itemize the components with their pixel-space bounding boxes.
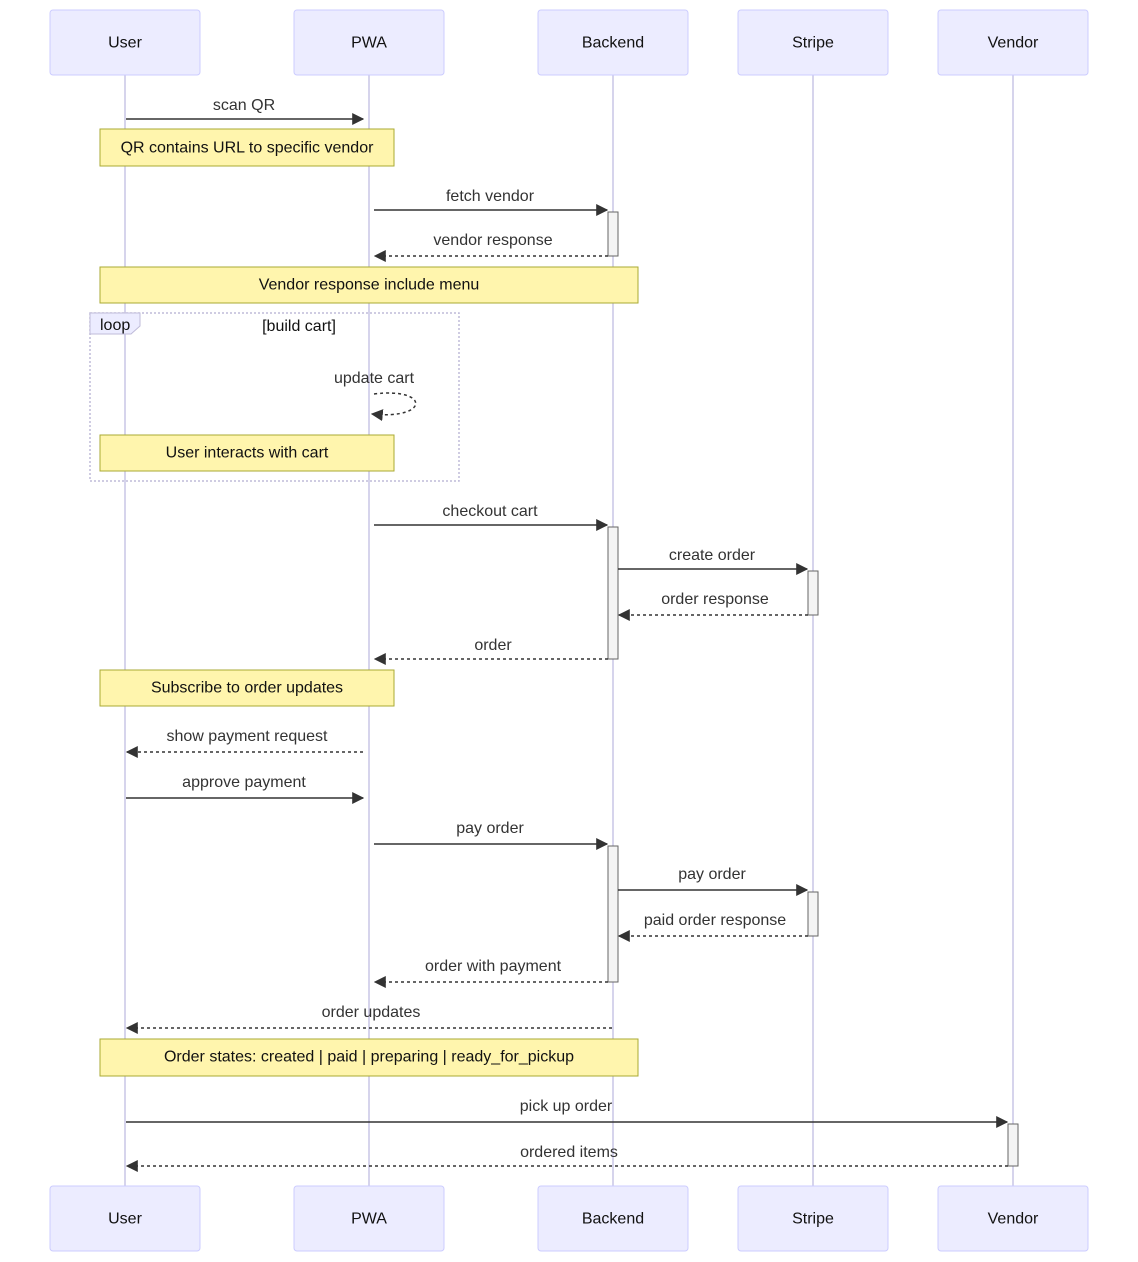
message-show-payment-request[interactable]: show payment request (125, 728, 363, 758)
message-label: show payment request (167, 728, 329, 745)
note-subscribe: Subscribe to order updates (99, 669, 395, 707)
actor-label: User (108, 1211, 142, 1228)
actor-backend-top[interactable]: Backend (537, 9, 689, 76)
message-create-order[interactable]: create order (618, 547, 809, 575)
message-label: order response (661, 591, 769, 608)
note-text: Order states: created | paid | preparing… (164, 1049, 574, 1066)
actor-label: Backend (582, 1211, 644, 1228)
message-order-with-payment[interactable]: order with payment (373, 958, 608, 988)
actors-bottom: User PWA Backend Stripe Vendor (49, 1185, 1089, 1252)
actor-label: Vendor (988, 1211, 1039, 1228)
message-label: ordered items (520, 1144, 618, 1161)
message-label: pay order (678, 866, 746, 883)
message-label: approve payment (182, 774, 306, 791)
message-ordered-items[interactable]: ordered items (125, 1144, 1008, 1172)
activation-stripe-1 (807, 570, 819, 616)
activation-stripe-2 (807, 891, 819, 937)
message-label: pick up order (520, 1098, 613, 1115)
activations (607, 211, 1019, 1167)
message-label: order updates (322, 1004, 421, 1021)
note-order-states: Order states: created | paid | preparing… (99, 1038, 639, 1077)
note-text: Vendor response include menu (259, 277, 480, 294)
actor-label: User (108, 35, 142, 52)
note-text: User interacts with cart (166, 445, 329, 462)
message-label: checkout cart (442, 503, 538, 520)
note-text: Subscribe to order updates (151, 680, 343, 697)
note-vendor-menu: Vendor response include menu (99, 266, 639, 304)
activation-backend-3 (607, 845, 619, 983)
message-order-updates[interactable]: order updates (125, 1004, 612, 1034)
message-pick-up-order[interactable]: pick up order (126, 1098, 1009, 1128)
actor-label: PWA (351, 1211, 387, 1228)
actor-stripe-top[interactable]: Stripe (737, 9, 889, 76)
actor-label: Backend (582, 35, 644, 52)
loop-frame: loop [build cart] (89, 312, 460, 482)
notes: QR contains URL to specific vendor Vendo… (99, 128, 639, 1077)
message-checkout-cart[interactable]: checkout cart (374, 503, 609, 531)
actor-label: Stripe (792, 1211, 834, 1228)
actor-label: Stripe (792, 35, 834, 52)
message-label: order with payment (425, 958, 562, 975)
message-update-cart[interactable]: update cart (334, 370, 417, 422)
note-qr: QR contains URL to specific vendor (99, 128, 395, 167)
lifelines (124, 75, 1014, 1186)
message-order[interactable]: order (373, 637, 608, 665)
note-cart: User interacts with cart (99, 434, 395, 472)
actors-top: User PWA Backend Stripe Vendor (49, 9, 1089, 76)
message-pay-order-backend[interactable]: pay order (374, 820, 609, 850)
message-order-response[interactable]: order response (617, 591, 808, 621)
activation-backend-1 (607, 211, 619, 257)
actor-label: Vendor (988, 35, 1039, 52)
message-vendor-response[interactable]: vendor response (373, 232, 608, 262)
message-label: update cart (334, 370, 415, 387)
actor-label: PWA (351, 35, 387, 52)
activation-backend-2 (607, 526, 619, 660)
actor-stripe-bottom[interactable]: Stripe (737, 1185, 889, 1252)
message-label: paid order response (644, 912, 786, 929)
actor-backend-bottom[interactable]: Backend (537, 1185, 689, 1252)
loop-condition: [build cart] (262, 318, 336, 335)
message-approve-payment[interactable]: approve payment (126, 774, 365, 804)
note-text: QR contains URL to specific vendor (121, 140, 375, 157)
actor-vendor-top[interactable]: Vendor (937, 9, 1089, 76)
message-label: vendor response (433, 232, 552, 249)
actor-pwa-top[interactable]: PWA (293, 9, 445, 76)
message-label: order (474, 637, 512, 654)
loop-label: loop (100, 317, 130, 334)
activation-vendor-1 (1007, 1123, 1019, 1167)
actor-user-bottom[interactable]: User (49, 1185, 201, 1252)
message-pay-order-stripe[interactable]: pay order (618, 866, 809, 896)
messages: scan QR fetch vendor vendor response upd… (125, 97, 1009, 1172)
message-paid-order-response[interactable]: paid order response (617, 912, 808, 942)
actor-vendor-bottom[interactable]: Vendor (937, 1185, 1089, 1252)
message-label: scan QR (213, 97, 275, 114)
message-label: fetch vendor (446, 188, 535, 205)
message-label: create order (669, 547, 756, 564)
actor-pwa-bottom[interactable]: PWA (293, 1185, 445, 1252)
message-fetch-vendor[interactable]: fetch vendor (374, 188, 609, 216)
actor-user-top[interactable]: User (49, 9, 201, 76)
message-scan-qr[interactable]: scan QR (126, 97, 365, 125)
message-label: pay order (456, 820, 524, 837)
